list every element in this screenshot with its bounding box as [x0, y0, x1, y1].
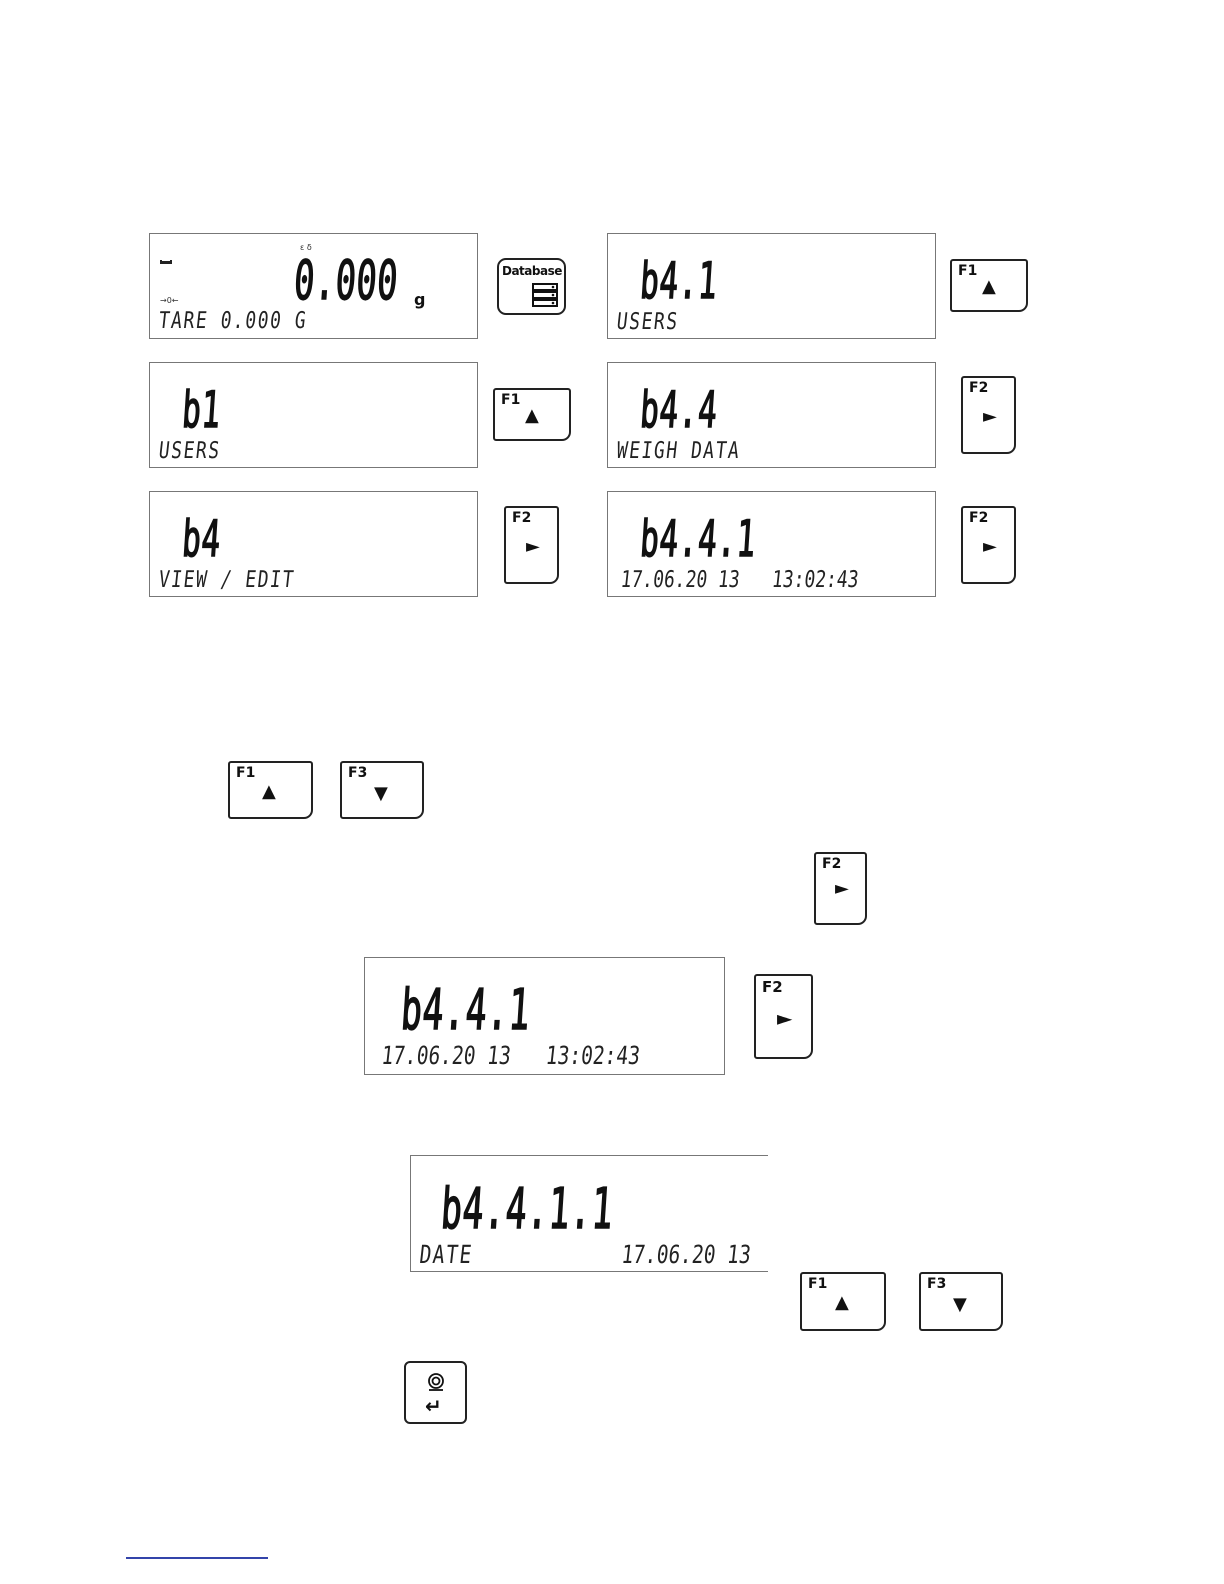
menu-label: USERS	[615, 311, 679, 334]
record-datetime: 17.06.20 13 13:02:43	[380, 1043, 641, 1068]
f1-label: F1	[808, 1276, 827, 1292]
arrow-right-icon: ►	[983, 408, 997, 426]
enter-button[interactable]: ↵	[404, 1361, 467, 1424]
field-value-date: 17.06.20 13	[620, 1242, 752, 1267]
lcd-display-b4-4: b4.4 WEIGH DATA	[607, 362, 936, 468]
lcd-display-b4-1: b4.1 USERS	[607, 233, 936, 339]
f1-label: F1	[958, 263, 977, 279]
footer-rule	[126, 1557, 268, 1559]
record-datetime: 17.06.20 13 13:02:43	[619, 569, 859, 592]
arrow-up-icon: ▲	[982, 278, 996, 296]
bracket-icon	[160, 260, 172, 264]
menu-label: VIEW / EDIT	[157, 569, 295, 592]
f3-label: F3	[348, 765, 367, 781]
menu-code: b4	[181, 514, 223, 564]
menu-code: b4.4.1	[639, 514, 758, 564]
f1-label: F1	[236, 765, 255, 781]
arrow-right-icon: ►	[526, 538, 540, 556]
f1-up-button[interactable]: F1 ▲	[950, 259, 1028, 312]
zero-indicator: →0←	[160, 296, 179, 305]
f2-right-button[interactable]: F2 ►	[504, 506, 559, 584]
lcd-display-b4: b4 VIEW / EDIT	[149, 491, 478, 597]
target-icon	[426, 1372, 446, 1392]
lcd-display-b1: b1 USERS	[149, 362, 478, 468]
arrow-right-icon: ►	[983, 538, 997, 556]
menu-code: b4.4.1	[399, 983, 532, 1039]
arrow-up-icon: ▲	[262, 783, 276, 801]
f1-up-button[interactable]: F1 ▲	[800, 1272, 886, 1331]
f2-right-button[interactable]: F2 ►	[754, 974, 813, 1059]
database-button[interactable]: Database	[497, 258, 566, 315]
f2-label: F2	[822, 856, 841, 872]
f3-label: F3	[927, 1276, 946, 1292]
enter-icon: ↵	[425, 1396, 442, 1416]
f2-right-button[interactable]: F2 ►	[961, 506, 1016, 584]
arrow-up-icon: ▲	[835, 1294, 849, 1312]
menu-code: b4.1	[639, 256, 719, 306]
f2-label: F2	[969, 380, 988, 396]
menu-label: USERS	[157, 440, 221, 463]
f3-down-button[interactable]: F3 ▼	[340, 761, 424, 819]
f2-label: F2	[512, 510, 531, 526]
f2-label: F2	[762, 978, 783, 996]
lcd-display-b4-4-1: b4.4.1 17.06.20 13 13:02:43	[607, 491, 936, 597]
arrow-right-icon: ►	[835, 880, 849, 898]
menu-label: WEIGH DATA	[615, 440, 741, 463]
tare-line: TARE 0.000 G	[157, 310, 308, 333]
f2-right-button[interactable]: F2 ►	[961, 376, 1016, 454]
menu-code: b4.4.1.1	[439, 1182, 615, 1238]
database-label: Database	[502, 264, 562, 278]
weight-reading: 0.000	[292, 254, 399, 308]
lcd-display-weighing: ε δ →0← 0.000 g TARE 0.000 G	[149, 233, 478, 339]
f2-right-button[interactable]: F2 ►	[814, 852, 867, 925]
f1-label: F1	[501, 392, 520, 408]
lcd-display-b4-4-1-detail: b4.4.1 17.06.20 13 13:02:43	[364, 957, 725, 1075]
f2-label: F2	[969, 510, 988, 526]
arrow-down-icon: ▼	[374, 785, 388, 803]
f1-up-button[interactable]: F1 ▲	[228, 761, 313, 819]
field-label-date: DATE	[418, 1242, 474, 1267]
menu-code: b4.4	[639, 385, 719, 435]
lcd-display-b4-4-1-1: b4.4.1.1 DATE 17.06.20 13	[410, 1155, 768, 1272]
arrow-down-icon: ▼	[953, 1296, 967, 1314]
f3-down-button[interactable]: F3 ▼	[919, 1272, 1003, 1331]
weight-unit: g	[414, 290, 425, 309]
arrow-right-icon: ►	[777, 1008, 792, 1028]
arrow-up-icon: ▲	[525, 407, 539, 425]
menu-code: b1	[181, 385, 223, 435]
f1-up-button[interactable]: F1 ▲	[493, 388, 571, 441]
database-icon	[531, 282, 559, 308]
